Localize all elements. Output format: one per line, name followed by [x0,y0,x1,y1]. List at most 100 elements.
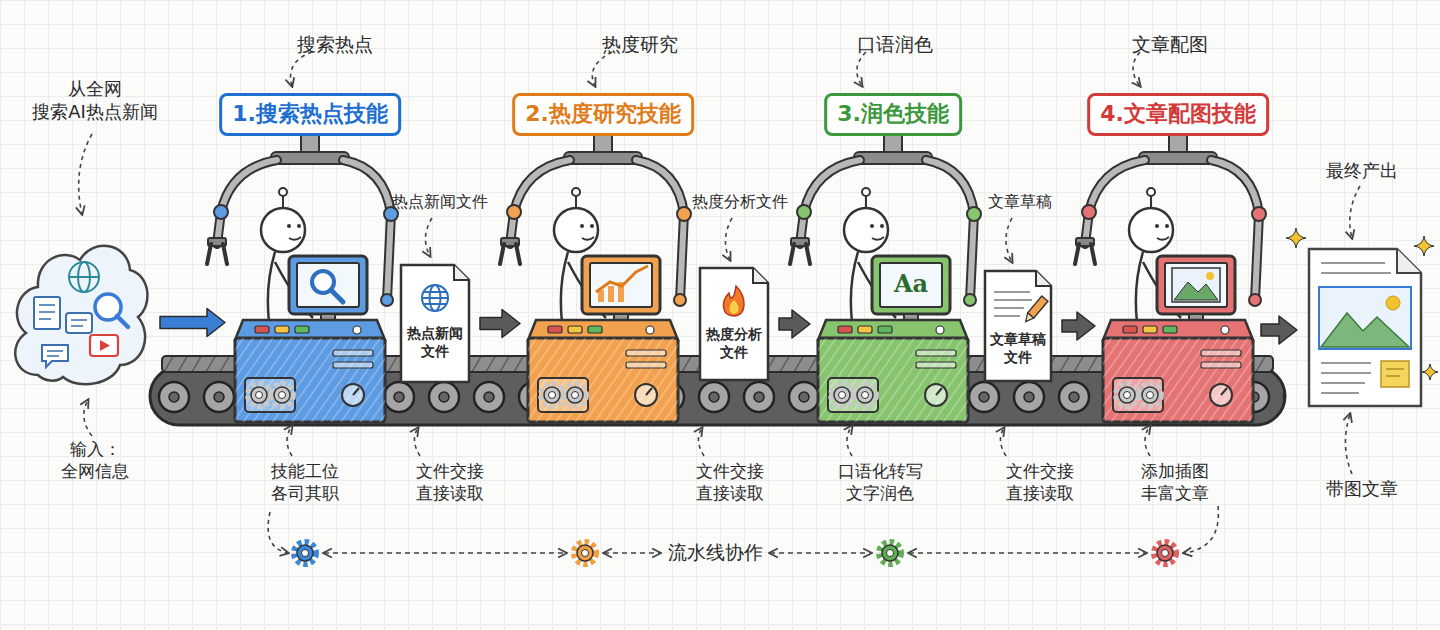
file-document: 热点新闻 文件 [398,262,472,385]
skill-station: 3.润色技能 [818,250,968,422]
node-text: 热度分析 文件 [703,325,765,361]
node-shape-part [39,305,55,319]
leader-line-part [1006,218,1012,262]
node-shape-part [1309,249,1421,406]
leader-line-part [287,426,292,456]
node-shape-part [15,246,147,384]
node-shape-part [401,265,469,382]
leader-line-part [291,52,312,86]
screen-icon-part [1174,282,1218,300]
node-shape-part [985,271,1051,381]
node-shape-part [724,286,745,316]
screen-icon-part [608,286,614,302]
node-shape-part [71,320,87,326]
node-shape-part [700,268,768,380]
annotation-label: 热度研究 [590,32,690,57]
node-shape-part [66,313,92,333]
collaboration-line-part [909,552,1146,554]
file-document: 热度分析 文件 [697,265,771,383]
node-shape-part [47,351,63,356]
screen-icon-part [596,266,648,292]
annotation-label: 文件交接 直接读取 [410,460,490,504]
annotation-label: 文件交接 直接读取 [1000,460,1080,504]
node-shape-part-part [1023,313,1034,324]
gear-symbol-part [879,542,901,564]
leader-line-part [84,400,92,436]
skill-station: 4.文章配图技能 [1103,250,1253,422]
flow-arrow [1261,316,1297,344]
leader-line-part [268,512,288,553]
leader-line-part [1000,428,1006,456]
leader-line-part [414,428,420,456]
node-text: 文章草稿 文件 [987,330,1049,366]
node-shape-part [1321,313,1409,347]
leader-line-part [592,52,612,86]
gear-symbol-part [574,542,596,564]
node-shape-part [100,340,110,351]
leader-line-part [1345,414,1352,474]
flow-arrow [1062,312,1095,340]
file-document: 文章草稿 文件 [982,268,1054,384]
leader-line-part [1145,426,1150,456]
node-shape-part [1023,296,1048,324]
gear-symbol-part [1154,542,1176,564]
station-header: 1.搜索热点技能 [219,93,401,136]
skill-machine-part [790,134,981,422]
skill-machine-part [207,134,398,422]
output-document: 最终产出带图文章 [1305,245,1425,410]
annotation-label: 技能工位 各司其职 [265,460,345,504]
node-shape-part [90,335,118,356]
node-shape-part [422,285,448,311]
annotation-label: 口语润色 [845,32,945,57]
node-shape [697,265,771,383]
skill-station: 1.搜索热点技能 [235,250,385,422]
node-text: 从全网 搜索AI热点新闻 [20,77,170,124]
node-text: 最终产出 [1312,159,1412,182]
node-shape [8,225,150,395]
node-shape [982,268,1054,384]
node-shape-part [753,268,768,283]
station-header: 2.热度研究技能 [512,93,694,136]
node-shape-part-part [422,297,448,299]
node-shape-part [994,292,1032,316]
node-shape-part [1319,287,1411,349]
node-shape-part [1386,296,1400,310]
node-shape-part [1036,271,1051,286]
node-shape-part-part [69,262,99,292]
flow-arrow [480,310,520,338]
node-shape-part [1321,363,1371,393]
leader-line-part [857,52,866,86]
node-shape-part [42,345,68,367]
leader-line-part [847,426,852,456]
node-shape [1305,245,1425,410]
node-shape-part [69,262,99,292]
node-text: 热点新闻 文件 [404,324,466,360]
leader-line-part [725,218,732,260]
screen-icon-part [598,290,604,302]
leader-line-part [1133,52,1140,86]
leader-line-part [425,218,432,256]
sparkle-part [1422,364,1438,380]
screen-icon-part [1206,272,1214,280]
annotation-label: Aa [883,268,939,299]
leader-line [79,52,1360,553]
annotation-label: 文章草稿 [965,192,1075,213]
annotation-label: 文件交接 直接读取 [690,460,770,504]
skill-machine-part [500,134,691,422]
node-text: 输入： 全网信息 [55,438,135,482]
node-shape-part-part [69,276,99,278]
node-text: 带图文章 [1312,477,1412,500]
collaboration-line-part [604,552,660,554]
node-shape-part [1397,249,1421,273]
node-shape-part [454,265,469,280]
screen-icon-part [1172,268,1220,302]
sparkle-part [1286,228,1306,248]
node-shape-part-part [422,285,448,311]
collaboration-line-part [770,552,871,554]
annotation-label: 流水线协作 [655,540,775,565]
screen-icon-part [331,290,343,302]
node-shape-part-part [424,292,446,304]
node-shape-part [1321,263,1391,273]
